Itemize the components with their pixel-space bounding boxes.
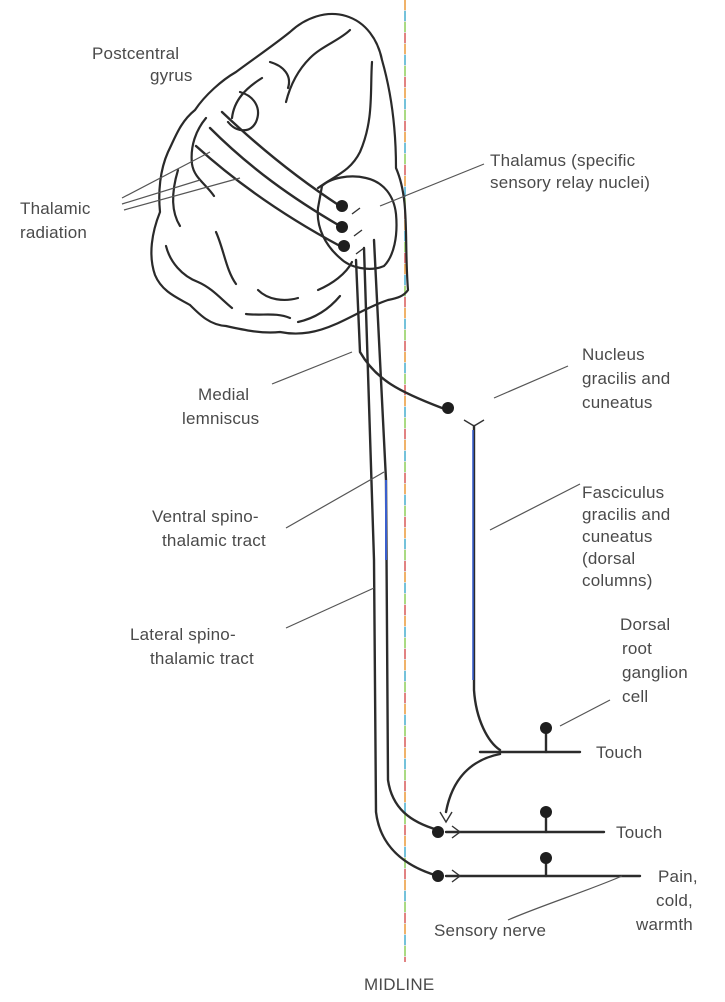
brain-hemisphere [151,14,408,334]
label-fasciculus-line3: cuneatus [582,527,653,546]
label-dorsal-root-line4: cell [622,687,648,706]
ventral-spinothalamic-tract [374,240,438,830]
dorsal-root-ganglion-cells [432,722,552,882]
label-dorsal-root-line3: ganglion [622,663,688,682]
label-pain-line3: warmth [635,915,693,934]
label-postcentral-line1: Postcentral [92,44,179,63]
label-nucleus-line2: gracilis and [582,369,670,388]
label-fasciculus-line2: gracilis and [582,505,670,524]
label-lateral-line1: Lateral spino- [130,625,236,644]
label-thalamus-line2: sensory relay nuclei) [490,173,650,192]
label-pain-line1: Pain, [658,867,698,886]
label-ventral-spinothalamic: Ventral spino- thalamic tract [152,507,266,550]
label-midline: MIDLINE [364,975,434,994]
label-lateral-spinothalamic: Lateral spino- thalamic tract [130,625,254,668]
sensory-nerves [440,752,640,882]
label-medial-lemniscus-line2: lemniscus [182,409,259,428]
label-thalamus: Thalamus (specific sensory relay nuclei) [490,151,650,192]
label-fasciculus: Fasciculus gracilis and cuneatus (dorsal… [582,483,670,590]
thalamic-nuclei [336,200,364,254]
label-thalamus-line1: Thalamus (specific [490,151,636,170]
label-thalamic-radiation: Thalamic radiation [20,199,91,242]
label-postcentral-line2: gyrus [150,66,193,85]
label-fasciculus-line5: columns) [582,571,653,590]
label-lateral-line2: thalamic tract [150,649,254,668]
lateral-spinothalamic-tract [364,248,438,876]
label-postcentral-gyrus: Postcentral gyrus [92,44,193,85]
label-fasciculus-line1: Fasciculus [582,483,664,502]
label-nucleus-line1: Nucleus [582,345,645,364]
label-nucleus-line3: cuneatus [582,393,653,412]
label-thalamic-radiation-line2: radiation [20,223,87,242]
label-touch-lower: Touch [616,823,662,842]
label-ventral-line2: thalamic tract [162,531,266,550]
label-touch-upper: Touch [596,743,642,762]
label-dorsal-root-ganglion: Dorsal root ganglion cell [620,615,688,706]
label-dorsal-root-line1: Dorsal [620,615,670,634]
label-medial-lemniscus-line1: Medial [198,385,249,404]
label-sensory-nerve: Sensory nerve [434,921,546,940]
label-pain-cold-warmth: Pain, cold, warmth [635,867,698,934]
label-dorsal-root-line2: root [622,639,652,658]
dorsal-column-tract [474,426,500,750]
label-nucleus-gracilis: Nucleus gracilis and cuneatus [582,345,670,412]
label-ventral-line1: Ventral spino- [152,507,259,526]
label-pain-line2: cold, [656,891,693,910]
label-medial-lemniscus: Medial lemniscus [182,385,259,428]
label-thalamic-radiation-line1: Thalamic [20,199,91,218]
nucleus-gracilis-cell [442,402,484,426]
label-fasciculus-line4: (dorsal [582,549,635,568]
